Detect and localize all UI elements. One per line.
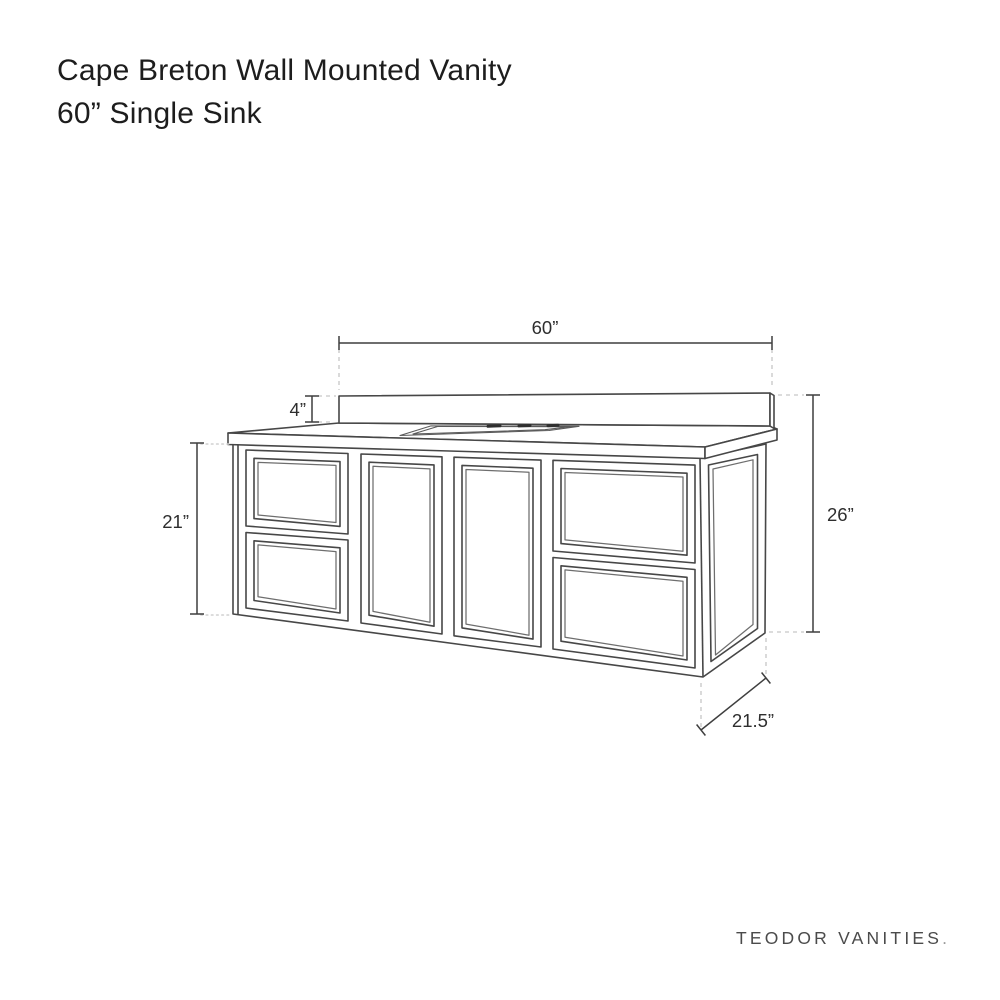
page-title: Cape Breton Wall Mounted Vanity 60” Sing… (57, 49, 512, 135)
left-drawer-stack (245, 449, 349, 622)
door-front (453, 456, 542, 648)
dimension-overall-height-line (806, 394, 820, 633)
dimension-cabinet-height: 21” (162, 442, 232, 616)
drawer-panel (253, 457, 341, 528)
door-panel (461, 464, 534, 640)
cabinet-front-right-corner-line (699, 457, 704, 678)
dimension-overall-height-label: 26” (827, 504, 854, 525)
dimension-depth-label: 21.5” (732, 710, 774, 731)
left-door (360, 453, 443, 635)
door-panel-bevel (372, 465, 431, 623)
dimension-width-leaders (338, 349, 773, 390)
door-panel-bevel (465, 468, 530, 636)
backsplash-front (338, 392, 771, 427)
dimension-depth-leaders (700, 638, 767, 728)
brand-mark: . (942, 928, 947, 948)
countertop-right-edge (704, 428, 778, 460)
page-title-line2: 60” Single Sink (57, 97, 262, 130)
side-panel-frame (707, 453, 759, 663)
drawer-panel (253, 540, 341, 614)
drawer-front (245, 449, 349, 535)
drawer-panel-bevel (257, 461, 337, 524)
dimension-width: 60” (338, 317, 773, 390)
backsplash-right-edge (769, 392, 775, 430)
dimension-cabinet-height-leaders (200, 443, 232, 616)
drawer-panel-bevel (257, 544, 337, 610)
brand-logo: TEODOR VANITIES. (736, 928, 947, 949)
right-drawer-stack (552, 459, 696, 669)
brand-name: TEODOR VANITIES (735, 928, 943, 948)
sink (399, 423, 580, 437)
dimension-backsplash-label: 4” (290, 399, 306, 420)
door-panel (368, 461, 435, 627)
dimension-depth-line (696, 672, 771, 736)
drawer-panel-bevel (564, 569, 684, 657)
door-front (360, 453, 443, 635)
dimension-cabinet-height-line (190, 442, 204, 615)
drawer-panel (560, 467, 688, 556)
side-panel-bevel (712, 459, 754, 656)
sink-inner-outline (412, 425, 571, 435)
dimension-width-line (338, 336, 773, 350)
drawer-front (552, 459, 696, 564)
dimension-cabinet-height-label: 21” (162, 511, 189, 532)
drawer-panel-bevel (564, 471, 684, 552)
drawer-panel (560, 565, 688, 661)
page-title-line1: Cape Breton Wall Mounted Vanity (57, 54, 512, 87)
dimension-backsplash-height: 4” (290, 395, 336, 423)
backsplash (338, 392, 775, 430)
dimension-overall-height-leaders (769, 394, 804, 633)
faucet-holes (486, 423, 560, 428)
vanity-drawing (227, 392, 778, 678)
dimension-backsplash-line (305, 395, 319, 423)
dimension-depth: 21.5” (696, 638, 774, 736)
right-door (453, 456, 542, 648)
dimension-backsplash-leaders (318, 395, 336, 423)
dimension-overall-height: 26” (769, 394, 854, 633)
drawer-front (552, 556, 696, 669)
drawer-front (245, 531, 349, 622)
dimension-width-label: 60” (532, 317, 559, 338)
